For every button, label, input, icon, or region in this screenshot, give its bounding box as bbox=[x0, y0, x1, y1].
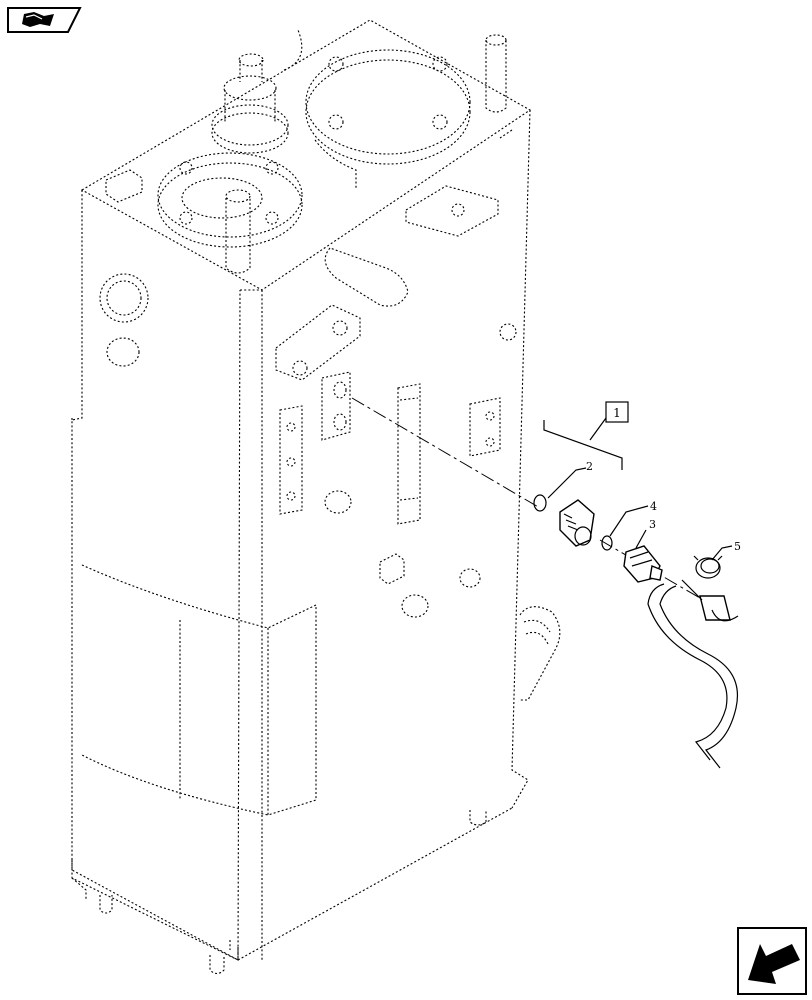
o-ring-part-4[interactable] bbox=[601, 535, 613, 551]
direction-arrow-icon[interactable] bbox=[737, 927, 807, 995]
callout-label-1: 1 bbox=[613, 406, 621, 420]
callout-label-2: 2 bbox=[586, 460, 593, 473]
tank-side-fittings bbox=[99, 185, 561, 701]
callout-label-5: 5 bbox=[734, 540, 741, 553]
callout-3: 3 bbox=[635, 518, 656, 549]
callout-5: 5 bbox=[711, 540, 741, 561]
exploded-parts bbox=[351, 397, 739, 769]
wire-harness[interactable] bbox=[647, 579, 739, 769]
hose-clamp-part-5[interactable] bbox=[693, 555, 723, 579]
hydraulic-tank bbox=[71, 19, 532, 975]
adapter-fitting[interactable] bbox=[559, 499, 595, 547]
book-hand-icon[interactable] bbox=[7, 7, 82, 33]
callout-4: 4 bbox=[609, 500, 657, 537]
callout-1: 1 bbox=[543, 401, 629, 470]
callout-2: 2 bbox=[547, 460, 593, 499]
callout-label-4: 4 bbox=[650, 500, 657, 513]
o-ring-part-2[interactable] bbox=[533, 494, 547, 512]
pressure-switch-part-3[interactable] bbox=[623, 545, 663, 583]
callout-label-3: 3 bbox=[649, 518, 656, 531]
tank-top-fittings bbox=[105, 29, 507, 274]
